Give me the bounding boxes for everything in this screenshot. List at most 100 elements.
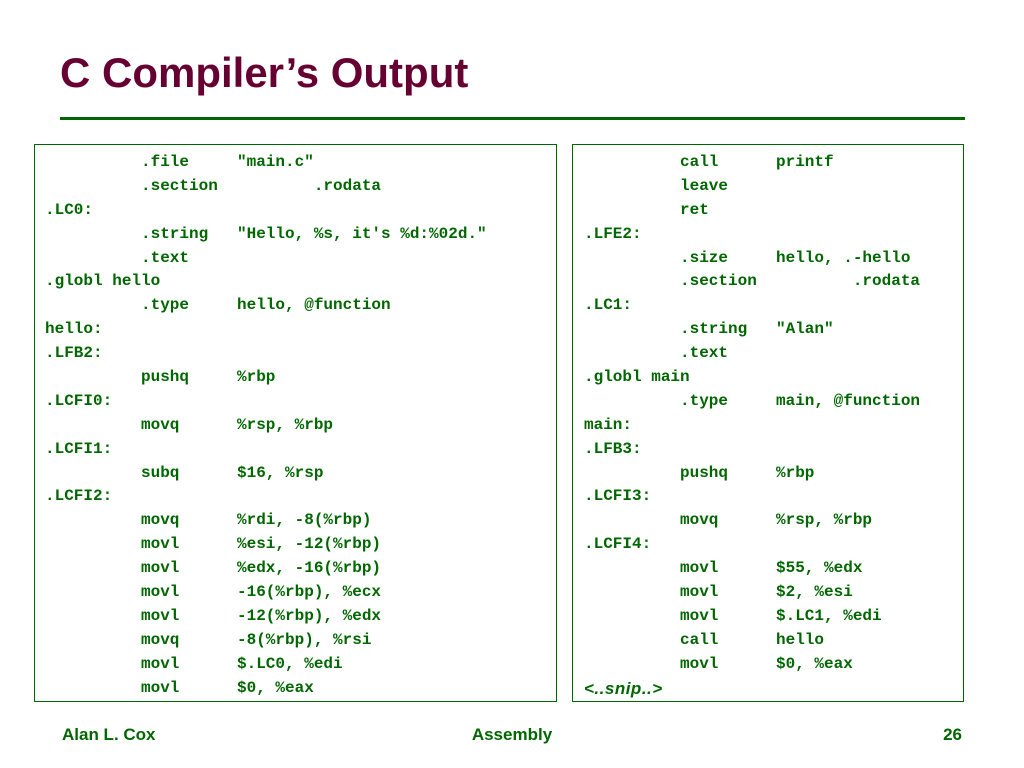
- code-instruction: .section .rodata: [573, 270, 963, 294]
- code-label: .LCFI1:: [45, 439, 113, 458]
- instruction-mnemonic: pushq: [680, 463, 729, 482]
- instruction-mnemonic: movl: [680, 583, 719, 602]
- instruction-operand: $55, %edx: [776, 559, 863, 578]
- code-instruction: subq $16, %rsp: [35, 462, 556, 486]
- instruction-operand: .rodata: [237, 176, 382, 195]
- instruction-operand: %rdi, -8(%rbp): [237, 511, 372, 530]
- code-instruction: movl %edx, -16(%rbp): [35, 557, 556, 581]
- instruction-mnemonic: leave: [680, 176, 729, 195]
- instruction-mnemonic: subq: [141, 463, 180, 482]
- code-instruction: movl $55, %edx: [573, 557, 963, 581]
- code-instruction: movl $0, %eax: [35, 677, 556, 701]
- code-instruction: .string "Alan": [573, 318, 963, 342]
- instruction-operand: hello, @function: [237, 296, 391, 315]
- code-label: .globl hello: [45, 272, 161, 291]
- assembly-listing-left: .file"main.c".section .rodata.LC0:.strin…: [34, 144, 557, 702]
- code-label: .LFE2:: [584, 224, 642, 243]
- code-instruction: .string "Hello, %s, it's %d:%02d.": [35, 223, 556, 247]
- instruction-mnemonic: .size: [680, 248, 729, 267]
- slide-title: C Compiler’s Output: [60, 49, 469, 96]
- instruction-operand: -8(%rbp), %rsi: [237, 630, 372, 649]
- instruction-operand: -16(%rbp), %ecx: [237, 583, 382, 602]
- code-instruction: movl -16(%rbp), %ecx: [35, 581, 556, 605]
- instruction-mnemonic: .type: [141, 296, 190, 315]
- instruction-operand: $16, %rsp: [237, 463, 324, 482]
- code-instruction: movl %esi, -12(%rbp): [35, 533, 556, 557]
- instruction-operand: %rsp, %rbp: [776, 511, 873, 530]
- instruction-operand: $0, %eax: [237, 678, 314, 697]
- code-instruction: call hello: [573, 629, 963, 653]
- code-instruction: .type main, @function: [573, 390, 963, 414]
- instruction-operand: %edx, -16(%rbp): [237, 559, 382, 578]
- code-instruction: .text: [573, 342, 963, 366]
- instruction-mnemonic: movl: [141, 678, 180, 697]
- snip-marker: <..snip..>: [584, 678, 663, 698]
- instruction-mnemonic: movq: [141, 511, 180, 530]
- instruction-operand: "Hello, %s, it's %d:%02d.": [237, 224, 487, 243]
- instruction-mnemonic: movl: [141, 535, 180, 554]
- code-label: .LCFI4:: [584, 535, 652, 554]
- instruction-mnemonic: movq: [141, 415, 180, 434]
- code-instruction: leave: [573, 175, 963, 199]
- instruction-mnemonic: .string: [680, 320, 748, 339]
- code-instruction: movl $2, %esi: [573, 581, 963, 605]
- instruction-mnemonic: movl: [680, 654, 719, 673]
- instruction-operand: -12(%rbp), %edx: [237, 606, 382, 625]
- code-label: .LC0:: [45, 200, 94, 219]
- instruction-operand: $0, %eax: [776, 654, 853, 673]
- code-instruction: movq %rsp, %rbp: [573, 509, 963, 533]
- instruction-mnemonic: call: [680, 153, 719, 171]
- instruction-mnemonic: ret: [680, 200, 709, 219]
- instruction-mnemonic: call: [680, 630, 719, 649]
- code-label: .LCFI3:: [584, 487, 652, 506]
- instruction-operand: %rbp: [237, 368, 276, 387]
- instruction-operand: hello, .-hello: [776, 248, 911, 267]
- instruction-mnemonic: .text: [680, 344, 729, 363]
- code-instruction: movl -12(%rbp), %edx: [35, 605, 556, 629]
- instruction-mnemonic: movl: [141, 606, 180, 625]
- instruction-mnemonic: movq: [680, 511, 719, 530]
- instruction-mnemonic: .string: [141, 224, 209, 243]
- instruction-mnemonic: movl: [141, 654, 180, 673]
- code-label: main:: [584, 415, 633, 434]
- code-instruction: .file"main.c": [35, 151, 556, 175]
- instruction-operand: %rsp, %rbp: [237, 415, 334, 434]
- code-instruction: movl $.LC1, %edi: [573, 605, 963, 629]
- instruction-mnemonic: .section: [141, 176, 218, 195]
- instruction-mnemonic: .file: [141, 153, 190, 171]
- instruction-mnemonic: pushq: [141, 368, 190, 387]
- code-instruction: pushq%rbp: [573, 462, 963, 486]
- instruction-mnemonic: movl: [141, 583, 180, 602]
- instruction-mnemonic: movl: [680, 606, 719, 625]
- instruction-operand: "Alan": [776, 320, 834, 339]
- code-label: .LCFI0:: [45, 391, 113, 410]
- instruction-operand: hello: [776, 630, 825, 649]
- code-label: .LCFI2:: [45, 487, 113, 506]
- code-instruction: .section .rodata: [35, 175, 556, 199]
- code-label: .LFB3:: [584, 439, 642, 458]
- code-instruction: .text: [35, 247, 556, 271]
- code-instruction: movl $.LC0, %edi: [35, 653, 556, 677]
- instruction-operand: $.LC0, %edi: [237, 654, 343, 673]
- instruction-mnemonic: movl: [141, 559, 180, 578]
- title-divider: [60, 117, 965, 120]
- instruction-operand: $2, %esi: [776, 583, 853, 602]
- instruction-mnemonic: .section: [680, 272, 757, 291]
- code-instruction: movq %rdi, -8(%rbp): [35, 509, 556, 533]
- code-label: .globl main: [584, 368, 690, 387]
- code-label: hello:: [45, 320, 103, 339]
- instruction-operand: %esi, -12(%rbp): [237, 535, 382, 554]
- instruction-mnemonic: movl: [680, 559, 719, 578]
- instruction-operand: $.LC1, %edi: [776, 606, 882, 625]
- page-number: 26: [943, 725, 962, 744]
- instruction-mnemonic: .type: [680, 391, 729, 410]
- code-instruction: movq %rsp, %rbp: [35, 414, 556, 438]
- instruction-operand: .rodata: [776, 272, 921, 291]
- code-label: .LC1:: [584, 296, 633, 315]
- instruction-operand: main, @function: [776, 391, 921, 410]
- footer-topic: Assembly: [471, 725, 553, 744]
- instruction-mnemonic: .text: [141, 248, 190, 267]
- footer-author: Alan L. Cox: [62, 725, 156, 744]
